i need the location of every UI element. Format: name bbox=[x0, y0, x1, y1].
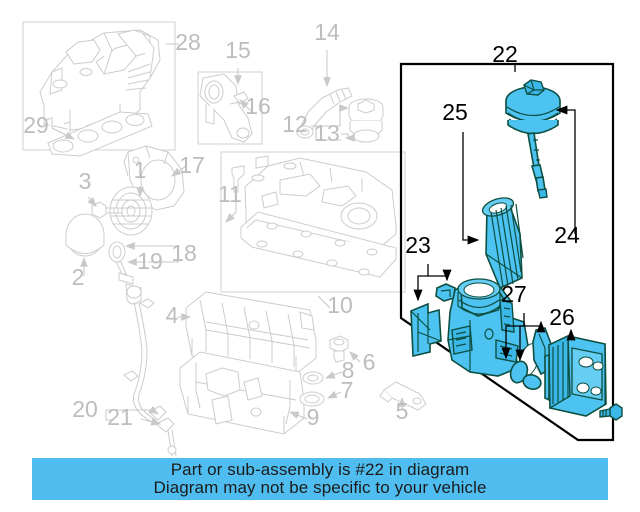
part-lower-oil-pan bbox=[179, 351, 305, 435]
inactive-parts-layer bbox=[22, 21, 427, 457]
callout-label-4: 4 bbox=[166, 302, 179, 328]
group-box-15 bbox=[197, 71, 263, 145]
callout-label-25[interactable]: 25 bbox=[442, 99, 468, 125]
part-crankshaft-pulley bbox=[109, 186, 153, 236]
notice-banner: Part or sub-assembly is #22 in diagram D… bbox=[32, 458, 608, 500]
group-box-22-outline bbox=[399, 62, 615, 442]
part-oil-cooler[interactable] bbox=[544, 334, 607, 417]
callout-label-15: 15 bbox=[225, 37, 251, 63]
part-bracket-5 bbox=[379, 381, 427, 411]
part-intake-gasket bbox=[47, 111, 153, 157]
callout-label-22[interactable]: 22 bbox=[492, 41, 518, 67]
part-dipstick-assembly bbox=[108, 241, 177, 457]
callout-label-2: 2 bbox=[72, 264, 85, 290]
callout-label-29: 29 bbox=[23, 112, 49, 138]
callout-label-26[interactable]: 26 bbox=[549, 304, 575, 330]
callout-label-13: 13 bbox=[314, 120, 340, 146]
part-oil-filter-element[interactable] bbox=[480, 194, 524, 290]
callout-label-5: 5 bbox=[396, 398, 409, 424]
callout-label-8: 8 bbox=[342, 357, 355, 383]
part-oil-filter-cap[interactable] bbox=[505, 79, 561, 199]
inactive-leader-lines bbox=[51, 43, 406, 426]
part-intake-manifold bbox=[39, 29, 161, 134]
highlighted-group-22[interactable] bbox=[399, 62, 623, 442]
callout-label-19: 19 bbox=[137, 248, 163, 274]
callout-label-10: 10 bbox=[327, 292, 353, 318]
callout-label-1: 1 bbox=[134, 157, 147, 183]
group-box-10 bbox=[220, 151, 406, 293]
active-leader-lines bbox=[413, 64, 576, 362]
part-housing-gasket-small[interactable] bbox=[435, 283, 456, 302]
callout-label-9: 9 bbox=[307, 404, 320, 430]
part-drain-plug bbox=[329, 335, 349, 363]
callout-label-17: 17 bbox=[179, 152, 205, 178]
callout-label-6: 6 bbox=[363, 349, 376, 375]
callout-label-18: 18 bbox=[171, 240, 197, 266]
part-cooler-bolt[interactable] bbox=[599, 403, 623, 421]
part-oring-medium[interactable] bbox=[508, 359, 531, 385]
part-pulley-bolt bbox=[91, 201, 123, 219]
callout-label-28: 28 bbox=[175, 29, 201, 55]
banner-line-2: Diagram may not be specific to your vehi… bbox=[153, 478, 487, 497]
part-valve-cover-gasket bbox=[240, 211, 397, 278]
callout-label-11: 11 bbox=[218, 181, 242, 207]
part-oil-filler-cap bbox=[348, 98, 384, 143]
callout-label-7: 7 bbox=[341, 377, 354, 403]
part-seal-7 bbox=[299, 391, 325, 407]
part-housing-gasket-large[interactable] bbox=[410, 302, 442, 357]
callout-label-3: 3 bbox=[79, 168, 92, 194]
part-breather-hose bbox=[296, 87, 353, 139]
callout-label-27[interactable]: 27 bbox=[501, 281, 527, 307]
part-washer-8 bbox=[302, 371, 324, 385]
part-sealing-cap bbox=[65, 213, 105, 257]
group-box-28 bbox=[22, 21, 176, 151]
callout-label-21: 21 bbox=[107, 404, 133, 430]
callout-label-20: 20 bbox=[72, 396, 98, 422]
part-bracket bbox=[199, 73, 253, 143]
banner-line-1: Part or sub-assembly is #22 in diagram bbox=[170, 459, 470, 479]
callout-label-14: 14 bbox=[314, 19, 340, 45]
callout-label-16: 16 bbox=[245, 93, 271, 119]
callout-label-23[interactable]: 23 bbox=[405, 232, 431, 258]
callout-label-24[interactable]: 24 bbox=[554, 222, 580, 248]
callout-label-12: 12 bbox=[282, 111, 308, 137]
